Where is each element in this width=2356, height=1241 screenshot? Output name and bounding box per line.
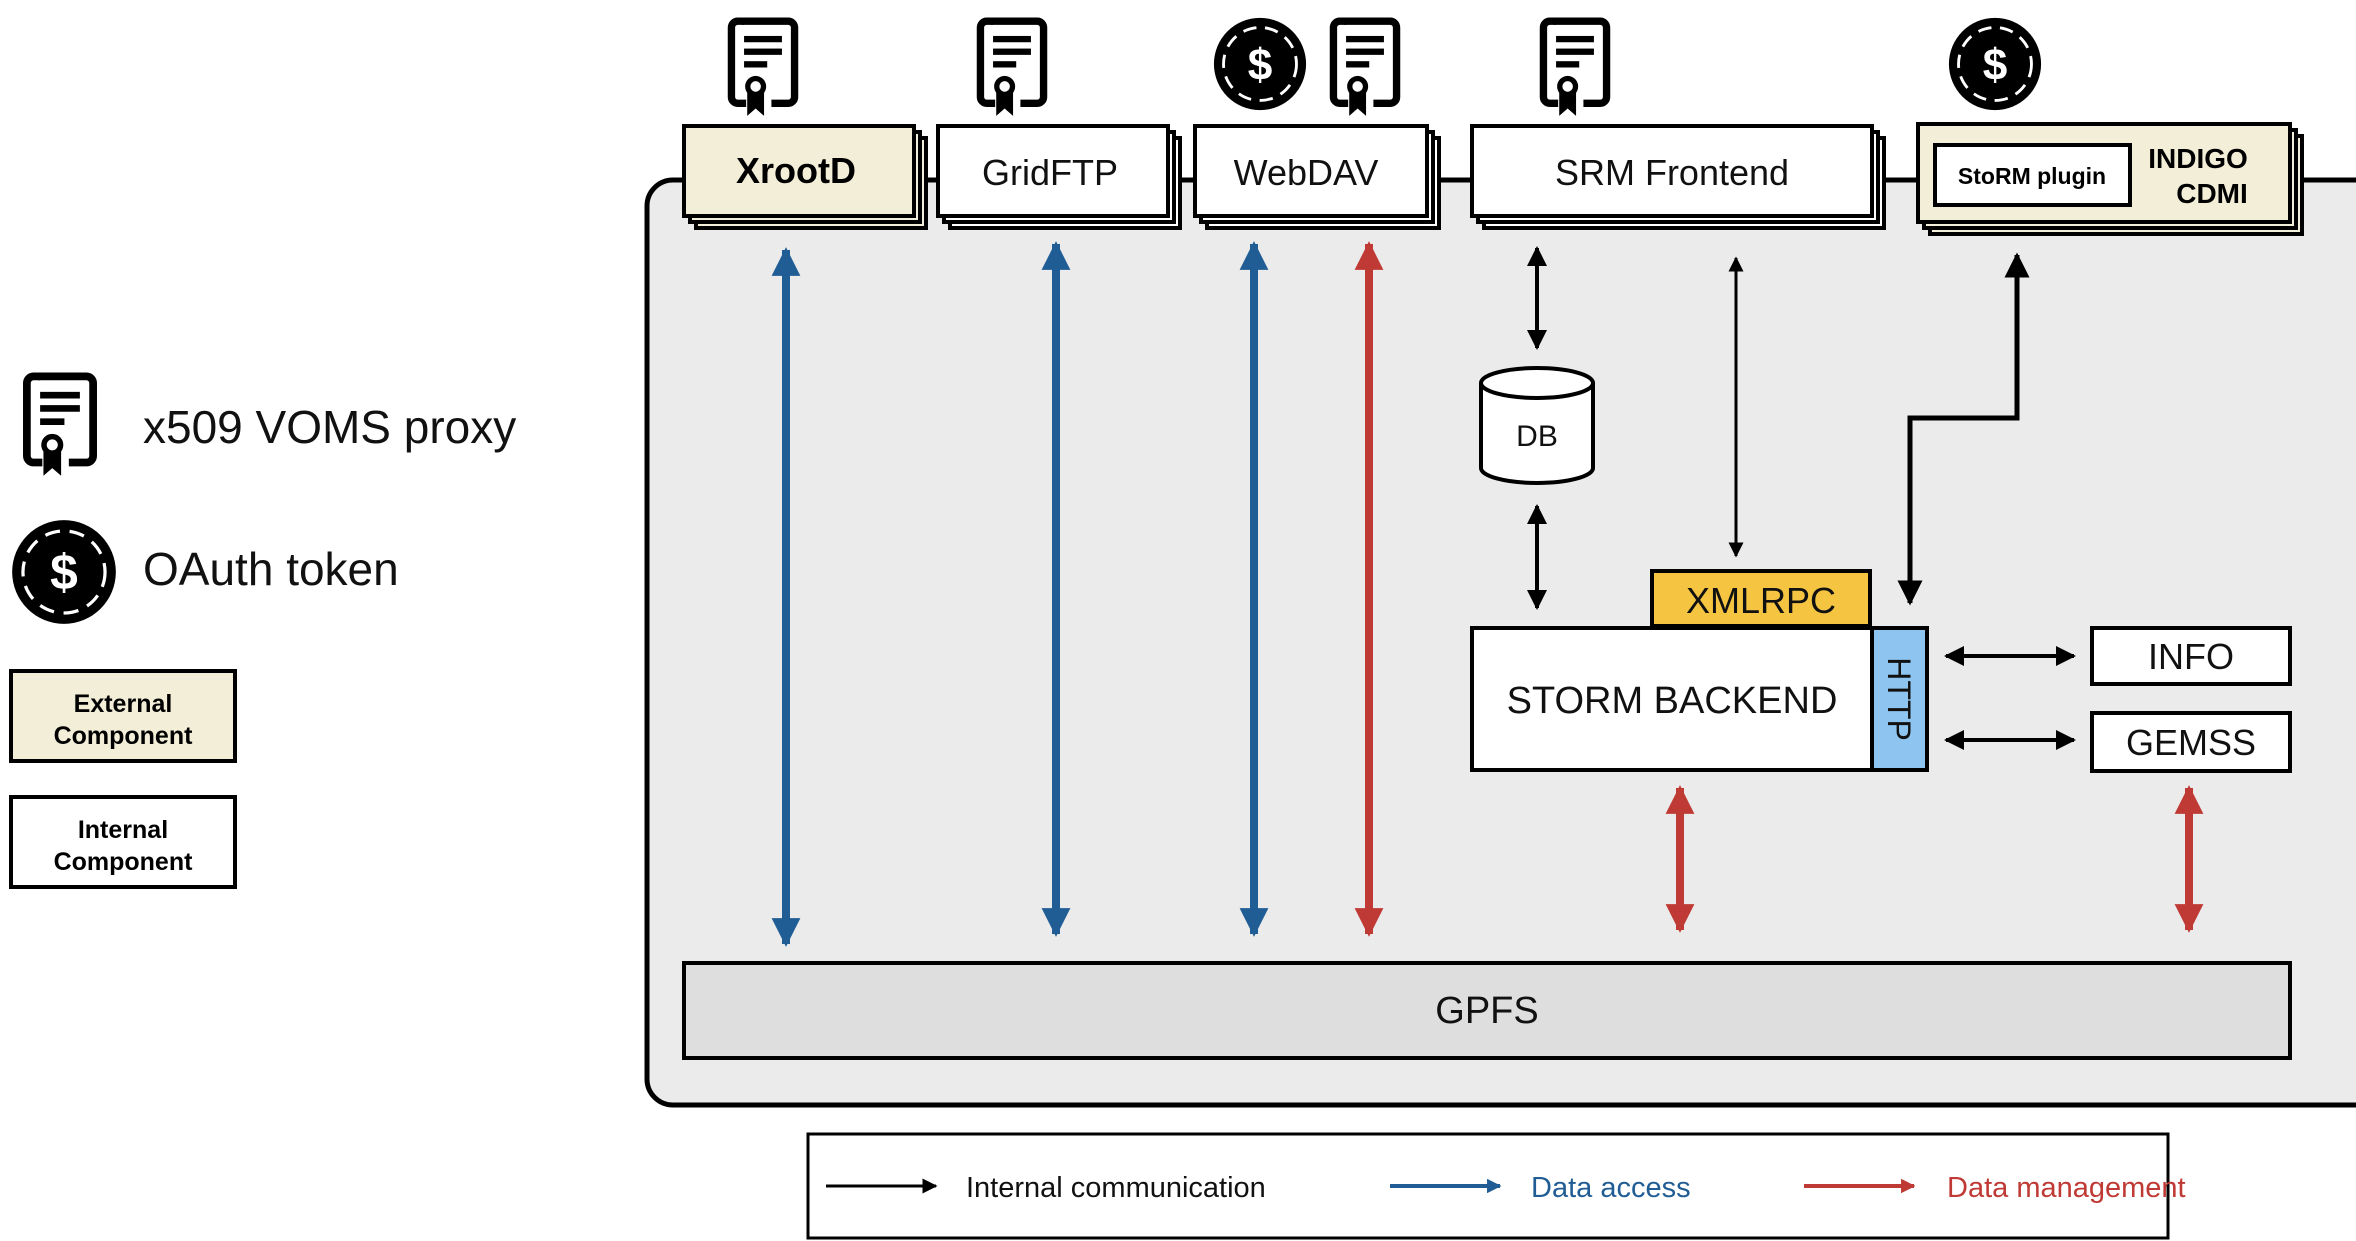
gridftp-component: GridFTP xyxy=(936,124,1182,230)
plugin-http-arrow xyxy=(1897,252,2030,606)
gemss-box xyxy=(2090,711,2292,773)
http-label: HTTP xyxy=(1881,657,1917,741)
gpfs-label: GPFS xyxy=(1435,990,1538,1032)
xrootd-component: XrootD xyxy=(682,124,928,230)
srm-frontend-component: SRM Frontend xyxy=(1470,124,1886,230)
dollar-coin-icon xyxy=(1947,16,2043,112)
internal-label-2: Component xyxy=(54,848,194,876)
cdmi-label: CDMI xyxy=(2176,178,2248,209)
data-management-label: Data management xyxy=(1947,1172,2186,1204)
gpfs-box xyxy=(682,961,2292,1060)
dollar-coin-icon xyxy=(1212,16,1308,112)
oauth-label: OAuth token xyxy=(143,543,399,595)
side-legend: x509 VOMS proxy OAuth token External Com… xyxy=(9,376,516,889)
srm-frontend-label: SRM Frontend xyxy=(1555,152,1789,193)
internal-label-1: Internal xyxy=(78,816,168,844)
internal-component-swatch xyxy=(9,795,237,889)
info-box xyxy=(2090,626,2292,686)
certificate-icon xyxy=(1543,21,1606,116)
indigo-label: INDIGO xyxy=(2148,143,2248,174)
gemss-label: GEMSS xyxy=(2126,722,2256,763)
storm-plugin-label: StoRM plugin xyxy=(1958,163,2106,189)
storm-plugin-box xyxy=(1933,143,2132,207)
webdav-component: WebDAV xyxy=(1193,124,1441,230)
internal-comm-label: Internal communication xyxy=(966,1172,1266,1204)
external-component-swatch xyxy=(9,669,237,763)
http-box xyxy=(1870,626,1929,772)
gridftp-label: GridFTP xyxy=(982,152,1118,193)
storm-backend-label: STORM BACKEND xyxy=(1507,680,1838,722)
certificate-icon xyxy=(980,21,1043,116)
storm-backend-box xyxy=(1470,626,1874,772)
external-label-1: External xyxy=(74,690,173,718)
x509-label: x509 VOMS proxy xyxy=(143,401,516,453)
info-label: INFO xyxy=(2148,636,2234,677)
certificate-icon xyxy=(27,376,93,475)
dollar-coin-icon xyxy=(10,518,118,626)
external-label-2: Component xyxy=(54,722,194,750)
arrow-legend: Internal communication Data access Data … xyxy=(806,1132,2186,1240)
webdav-label: WebDAV xyxy=(1234,152,1379,193)
indigo-cdmi-component: StoRM plugin INDIGO CDMI xyxy=(1916,122,2304,236)
certificate-icon xyxy=(731,21,794,116)
xmlrpc-box xyxy=(1650,569,1872,628)
db-label: DB xyxy=(1516,420,1558,453)
data-access-label: Data access xyxy=(1531,1172,1691,1204)
xmlrpc-label: XMLRPC xyxy=(1686,580,1836,621)
xrootd-label: XrootD xyxy=(736,150,856,191)
certificate-icon xyxy=(1333,21,1396,116)
db-component: DB xyxy=(1479,366,1595,485)
